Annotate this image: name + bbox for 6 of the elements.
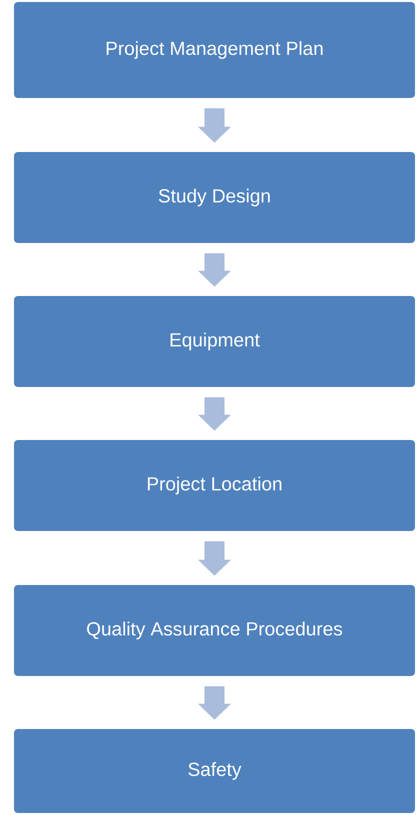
process-box: Project Management Plan xyxy=(14,2,415,98)
process-box: Safety xyxy=(14,729,415,813)
process-box: Quality Assurance Procedures xyxy=(14,585,415,676)
process-box: Study Design xyxy=(14,152,415,243)
process-box: Project Location xyxy=(14,440,415,531)
process-box: Equipment xyxy=(14,296,415,387)
